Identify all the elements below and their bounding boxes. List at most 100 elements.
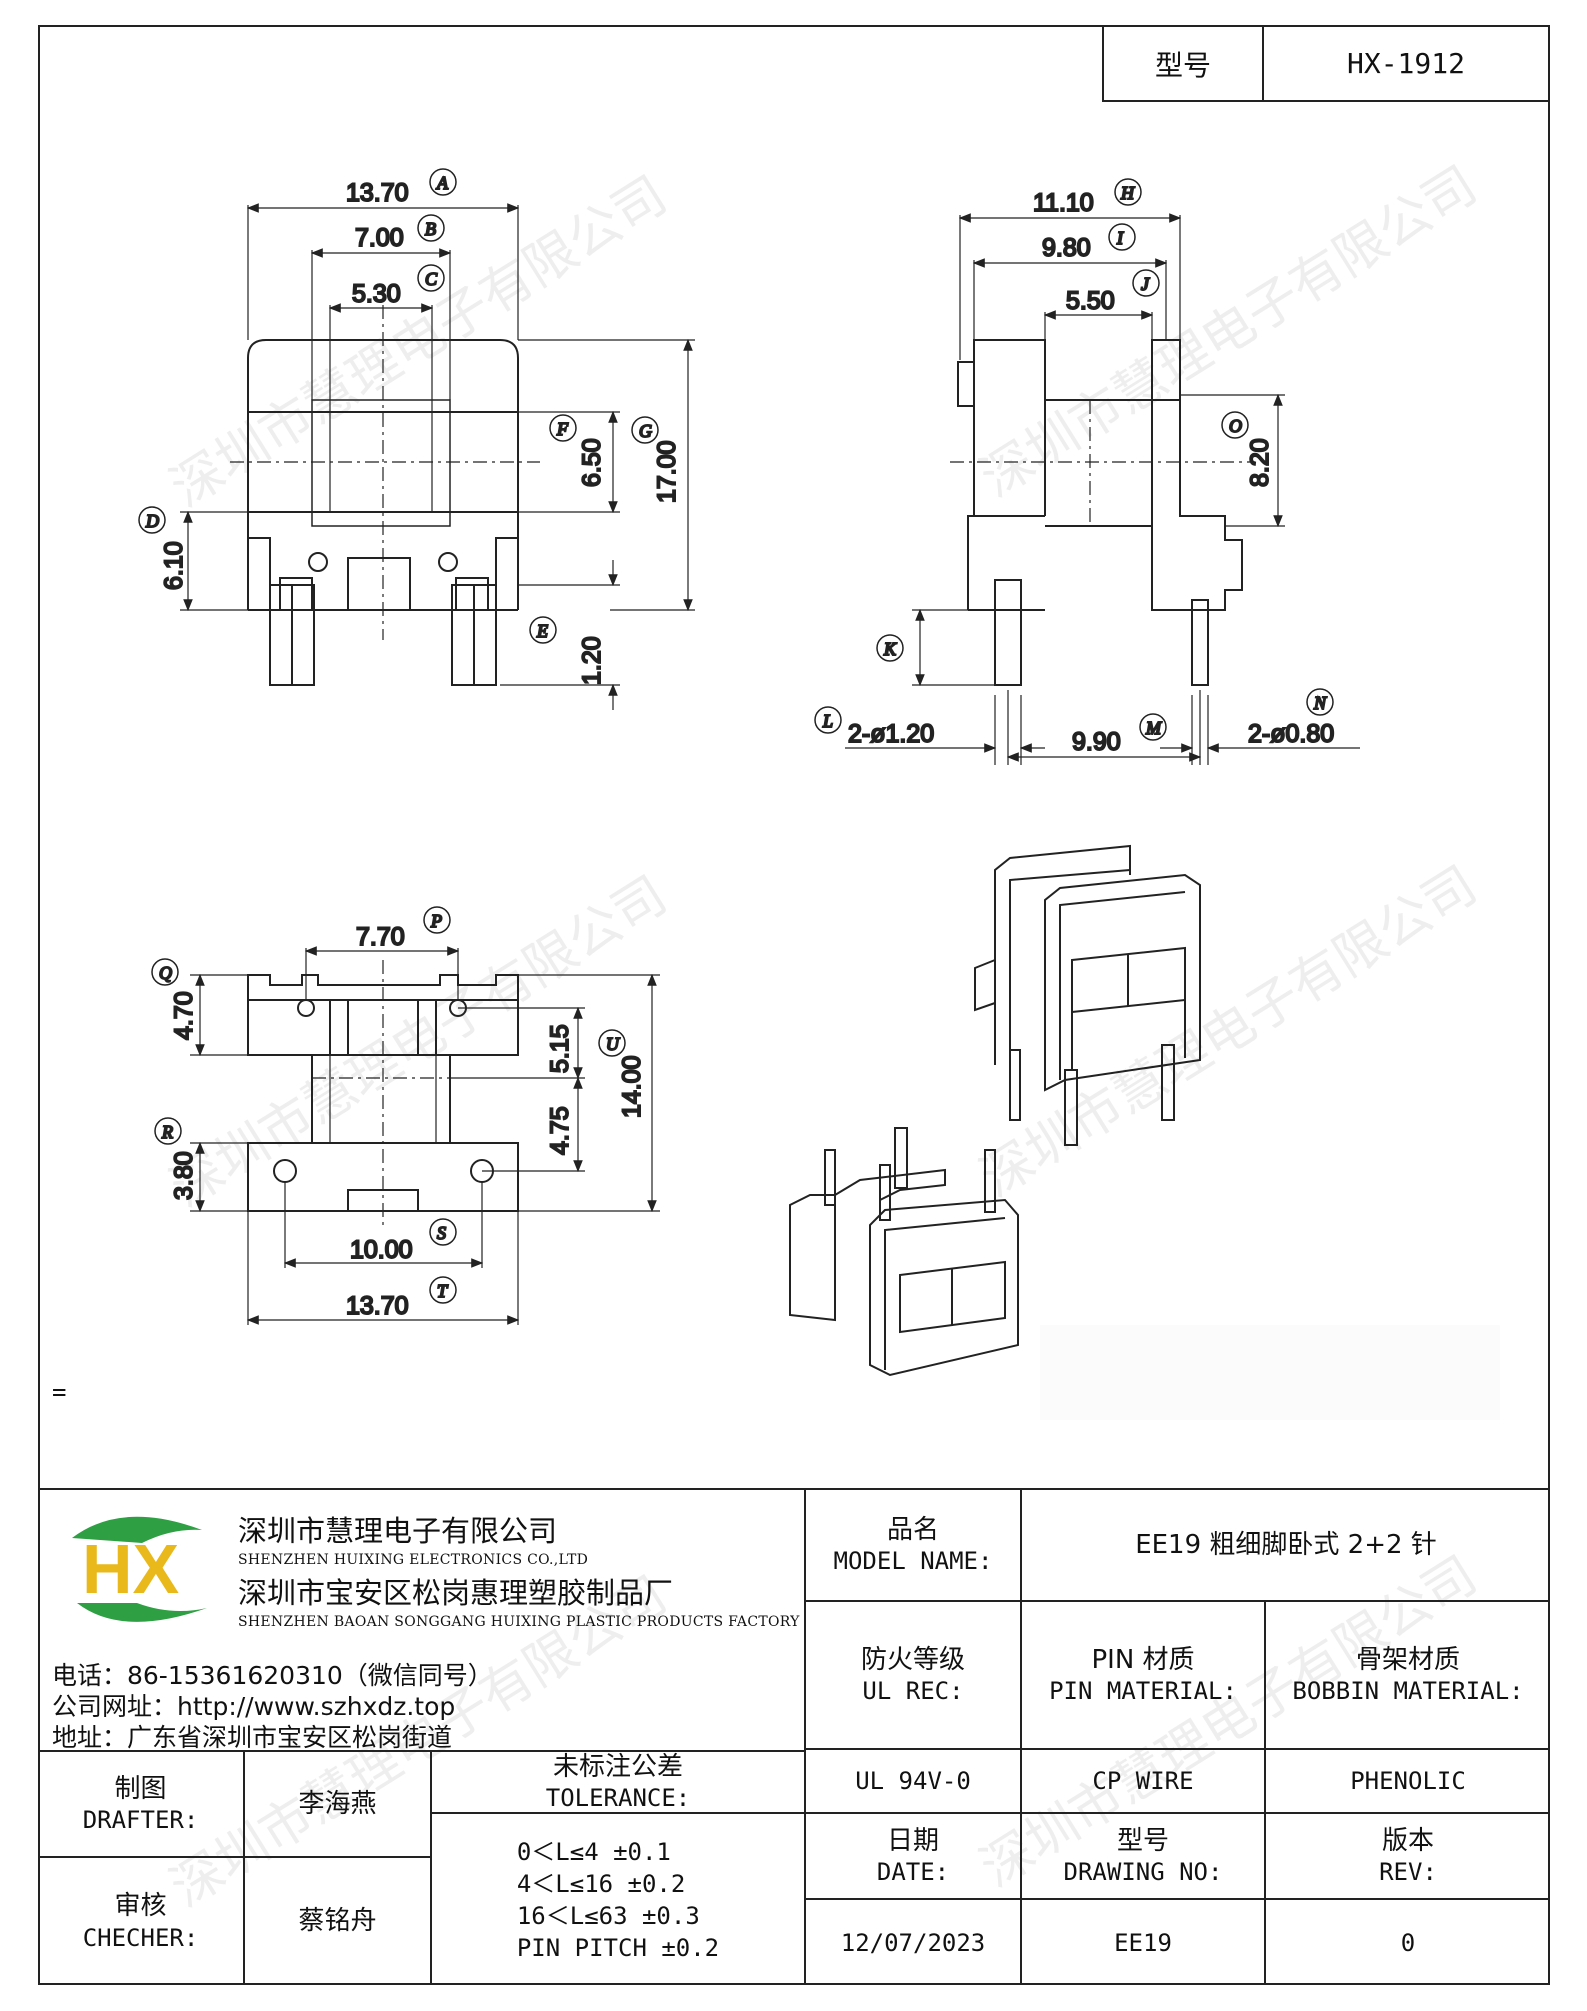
dim-u2: 4.75 xyxy=(546,1106,574,1155)
tolerance-lines: 0＜L≤4 ±0.1 4＜L≤16 ±0.2 16＜L≤63 ±0.3 PIN … xyxy=(517,1836,719,1964)
company-name-en: SHENZHEN HUIXING ELECTRONICS CO.,LTD xyxy=(238,1552,589,1568)
drafter-value: 李海燕 xyxy=(298,1788,377,1819)
label-l: L xyxy=(822,711,833,731)
tolerance-values-cell: 0＜L≤4 ±0.1 4＜L≤16 ±0.2 16＜L≤63 ±0.3 PIN … xyxy=(430,1814,804,1985)
model-name-label-en: MODEL NAME: xyxy=(833,1547,993,1576)
company-phone: 电话：86-15361620310（微信同号） xyxy=(52,1661,493,1690)
model-number-box: 型号 HX-1912 xyxy=(1102,25,1550,102)
ul-label-cn: 防火等级 xyxy=(860,1644,965,1675)
tolerance-label-en: TOLERANCE: xyxy=(545,1784,691,1813)
label-e: E xyxy=(536,621,548,641)
rev-label-en: REV: xyxy=(1379,1858,1437,1887)
bobbin-material-value: PHENOLIC xyxy=(1350,1767,1466,1795)
dim-r: 3.80 xyxy=(170,1151,198,1200)
label-f: F xyxy=(556,419,569,439)
ul-label-cell: 防火等级 UL REC: xyxy=(804,1602,1020,1750)
dim-u: 14.00 xyxy=(618,1055,646,1118)
factory-name-cn: 深圳市宝安区松岗惠理塑胶制品厂 xyxy=(238,1576,674,1610)
dim-p: 7.70 xyxy=(356,923,405,951)
label-n: N xyxy=(1313,693,1327,713)
rev-value: 0 xyxy=(1400,1928,1416,1957)
bobbin-material-label-en: BOBBIN MATERIAL: xyxy=(1292,1677,1524,1706)
label-a: A xyxy=(436,173,449,193)
drawing-no-label-en: DRAWING NO: xyxy=(1063,1858,1223,1887)
dim-m: 9.90 xyxy=(1072,728,1121,756)
tolerance-line: 0＜L≤4 ±0.1 xyxy=(516,1837,671,1866)
tolerance-label-cn: 未标注公差 xyxy=(552,1751,683,1782)
drawing-no-value-cell: EE19 xyxy=(1020,1900,1264,1985)
checker-label-en: CHECHER: xyxy=(82,1923,199,1952)
label-r: R xyxy=(161,1122,173,1142)
dim-q: 4.70 xyxy=(170,991,198,1040)
drafter-label-cn: 制图 xyxy=(114,1773,167,1804)
model-label: 型号 xyxy=(1104,27,1264,100)
company-info: HX 深圳市慧理电子有限公司 SHENZHEN HUIXING ELECTRON… xyxy=(40,1490,804,1752)
company-address: 地址：广东省深圳市宝安区松岗街道 xyxy=(52,1723,453,1752)
label-i: I xyxy=(1116,228,1124,248)
bobbin-material-value-cell: PHENOLIC xyxy=(1264,1750,1550,1814)
date-value-cell: 12/07/2023 xyxy=(804,1900,1020,1985)
side-view: 11.10 H 9.80 I 5.50 J 8.20 O K xyxy=(814,178,1360,765)
checker-value: 蔡铭舟 xyxy=(298,1906,377,1937)
ul-value: UL 94V-0 xyxy=(855,1767,971,1795)
dim-l: 2-ø1.20 xyxy=(848,720,934,748)
factory-name-en: SHENZHEN BAOAN SONGGANG HUIXING PLASTIC … xyxy=(238,1614,800,1630)
bobbin-material-label-cn: 骨架材质 xyxy=(1355,1644,1460,1675)
drawing-no-value: EE19 xyxy=(1114,1928,1172,1957)
pin-material-label-en: PIN MATERIAL: xyxy=(1049,1677,1237,1706)
rev-label-cell: 版本 REV: xyxy=(1264,1814,1550,1900)
date-label-cn: 日期 xyxy=(886,1825,939,1856)
checker-label-cn: 审核 xyxy=(114,1891,167,1922)
label-b: B xyxy=(425,219,436,239)
dim-a: 13.70 xyxy=(346,179,409,207)
dim-i: 9.80 xyxy=(1042,234,1091,262)
model-name-label-cell: 品名 MODEL NAME: xyxy=(804,1490,1020,1602)
title-block-top-rule xyxy=(38,1488,1550,1490)
company-logo: HX xyxy=(72,1516,207,1622)
ul-value-cell: UL 94V-0 xyxy=(804,1750,1020,1814)
stray-mark: = xyxy=(52,1378,67,1406)
label-d: D xyxy=(145,511,159,531)
dim-e: 1.20 xyxy=(578,636,606,685)
bottom-view: 7.70 P 4.70 Q 5.15 4.75 14.00 U 3.80 R xyxy=(151,906,660,1325)
label-g: G xyxy=(639,421,652,441)
dim-d: 6.10 xyxy=(160,541,188,590)
tolerance-line: 16＜L≤63 ±0.3 xyxy=(516,1901,700,1930)
date-label-en: DATE: xyxy=(876,1858,950,1887)
isometric-view-top xyxy=(974,844,1201,1146)
pin-material-value-cell: CP WIRE xyxy=(1020,1750,1264,1814)
dim-f: 6.50 xyxy=(578,438,606,487)
tolerance-label-cell: 未标注公差 TOLERANCE: xyxy=(430,1750,804,1814)
dim-c: 5.30 xyxy=(352,280,401,308)
tolerance-line: 4＜L≤16 ±0.2 xyxy=(516,1869,686,1898)
dim-g: 17.00 xyxy=(653,440,681,503)
rev-value-cell: 0 xyxy=(1264,1900,1550,1985)
rev-label-cn: 版本 xyxy=(1381,1825,1434,1856)
checker-value-cell: 蔡铭舟 xyxy=(243,1858,430,1985)
drawing-no-label-cn: 型号 xyxy=(1116,1825,1169,1856)
image-patch xyxy=(1040,1325,1500,1420)
label-p: P xyxy=(430,911,442,931)
model-name-value-cell: EE19 粗细脚卧式 2+2 针 xyxy=(1020,1490,1550,1602)
label-k: K xyxy=(883,639,897,659)
pin-material-label-cell: PIN 材质 PIN MATERIAL: xyxy=(1020,1602,1264,1750)
date-label-cell: 日期 DATE: xyxy=(804,1814,1020,1900)
model-name-value: EE19 粗细脚卧式 2+2 针 xyxy=(1135,1529,1437,1560)
label-j: J xyxy=(1141,274,1150,294)
isometric-view-bottom xyxy=(789,1127,1019,1377)
label-s: S xyxy=(437,1223,446,1243)
bobbin-material-label-cell: 骨架材质 BOBBIN MATERIAL: xyxy=(1264,1602,1550,1750)
logo-text: HX xyxy=(82,1530,180,1608)
dim-u1: 5.15 xyxy=(546,1024,574,1073)
tolerance-line: PIN PITCH ±0.2 xyxy=(516,1933,720,1962)
pin-material-label-cn: PIN 材质 xyxy=(1091,1644,1195,1675)
drawing-no-label-cell: 型号 DRAWING NO: xyxy=(1020,1814,1264,1900)
dim-h: 11.10 xyxy=(1033,189,1094,217)
ul-label-en: UL REC: xyxy=(862,1677,964,1706)
label-t: T xyxy=(437,1281,449,1301)
dim-j: 5.50 xyxy=(1066,287,1115,315)
technical-drawing: 13.70 A 7.00 B 5.30 C 6.50 F 17.00 G xyxy=(138,168,1500,1420)
drafter-label-cell: 制图 DRAFTER: xyxy=(38,1750,243,1858)
label-m: M xyxy=(1145,718,1162,738)
model-value: HX-1912 xyxy=(1346,47,1465,80)
